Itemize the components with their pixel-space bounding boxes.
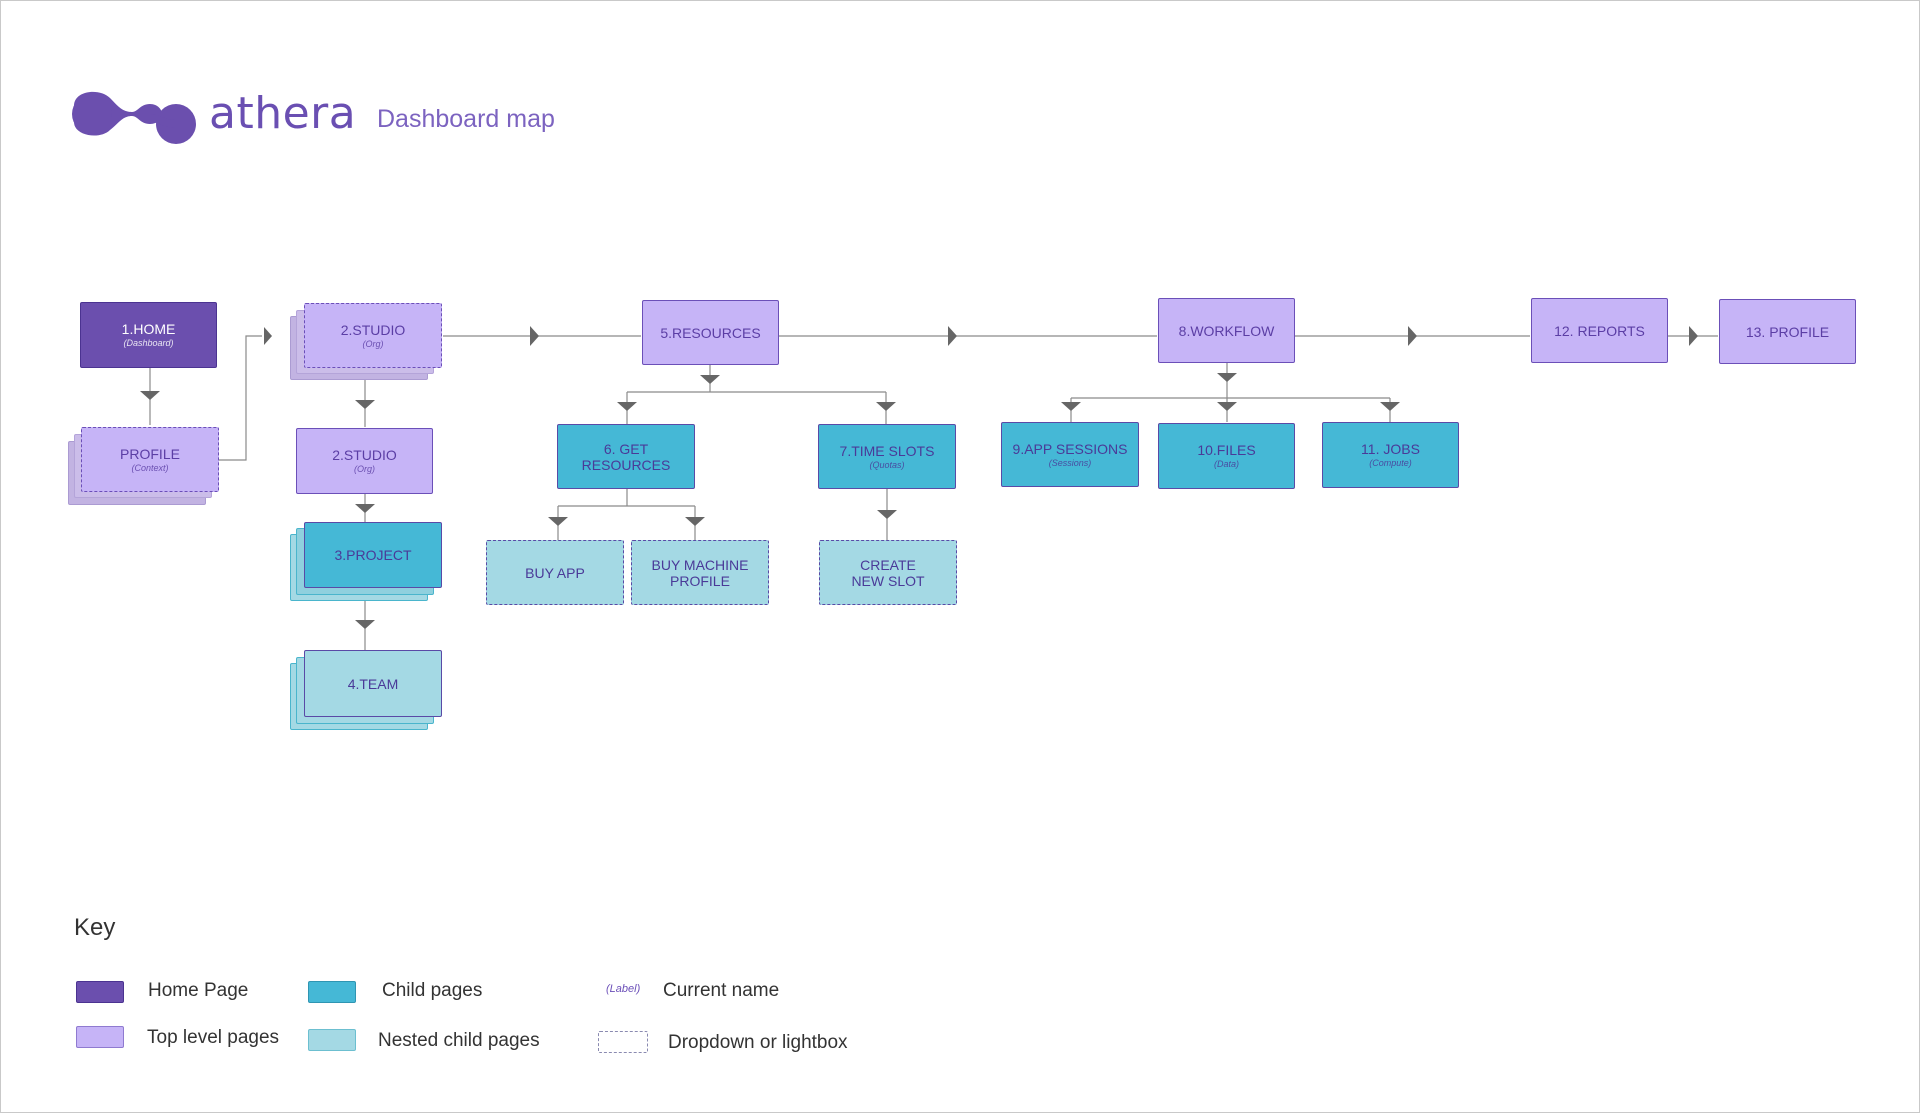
key-label-dropdown-or-lightbox: Dropdown or lightbox (668, 1032, 848, 1053)
key-title: Key (74, 914, 116, 941)
key-label-nested-child-pages: Nested child pages (378, 1030, 540, 1051)
node-app-sessions[interactable]: 9.APP SESSIONS (Sessions) (1001, 422, 1139, 487)
key-label-sample: (Label) (606, 983, 641, 995)
node-buy-machine-profile[interactable]: BUY MACHINE PROFILE (631, 540, 769, 605)
key-label-home-page: Home Page (148, 980, 249, 1001)
node-studio[interactable]: 2.STUDIO (Org) (296, 428, 433, 494)
node-project[interactable]: 3.PROJECT (304, 522, 442, 588)
node-sublabel: (Org) (362, 338, 384, 349)
node-label: 5.RESOURCES (660, 324, 761, 341)
node-profile[interactable]: 13. PROFILE (1719, 299, 1856, 364)
node-create-new-slot[interactable]: CREATE NEW SLOT (819, 540, 957, 605)
node-reports[interactable]: 12. REPORTS (1531, 298, 1668, 363)
node-label: 6. GET RESOURCES (581, 440, 671, 473)
node-label: 11. JOBS (1361, 441, 1420, 457)
node-buy-app[interactable]: BUY APP (486, 540, 624, 605)
key-swatch-dropdown (598, 1031, 648, 1053)
brand-name: athera (209, 88, 357, 139)
key-label-current-name: Current name (663, 980, 780, 1001)
node-label: 8.WORKFLOW (1178, 322, 1275, 339)
node-label: 1.HOME (121, 321, 176, 337)
key-swatch-child (308, 981, 356, 1003)
node-profile-context[interactable]: PROFILE (Context) (81, 427, 219, 492)
node-files[interactable]: 10.FILES (Data) (1158, 423, 1295, 489)
node-label: 7.TIME SLOTS (839, 442, 935, 459)
node-sublabel: (Data) (1213, 459, 1239, 469)
node-time-slots[interactable]: 7.TIME SLOTS (Quotas) (818, 424, 956, 489)
page-title: Dashboard map (377, 105, 555, 133)
node-label: BUY MACHINE PROFILE (651, 556, 749, 589)
node-studio-dropdown[interactable]: 2.STUDIO (Org) (304, 303, 442, 368)
node-sublabel: (Dashboard) (123, 338, 174, 348)
node-jobs[interactable]: 11. JOBS (Compute) (1322, 422, 1459, 488)
node-label: 3.PROJECT (334, 547, 412, 563)
athera-logo (72, 91, 196, 144)
node-team[interactable]: 4.TEAM (304, 650, 442, 717)
node-home[interactable]: 1.HOME (Dashboard) (80, 302, 217, 368)
node-label: 2.STUDIO (340, 321, 406, 338)
node-label: 13. PROFILE (1745, 323, 1830, 340)
node-sublabel: (Org) (354, 464, 375, 474)
node-resources[interactable]: 5.RESOURCES (642, 300, 779, 365)
node-sublabel: (Sessions) (1048, 457, 1092, 468)
key-label-child-pages: Child pages (382, 980, 483, 1001)
node-label: 4.TEAM (347, 675, 399, 692)
node-label: BUY APP (525, 564, 585, 581)
node-label: 9.APP SESSIONS (1012, 440, 1128, 457)
node-label: 10.FILES (1197, 442, 1256, 458)
key-label-top-level-pages: Top level pages (147, 1027, 280, 1048)
node-sublabel: (Quotas) (869, 459, 905, 470)
key-swatch-nested (308, 1029, 356, 1051)
node-workflow[interactable]: 8.WORKFLOW (1158, 298, 1295, 363)
node-get-resources[interactable]: 6. GET RESOURCES (557, 424, 695, 489)
node-sublabel: (Compute) (1369, 458, 1412, 468)
node-label: 12. REPORTS (1554, 322, 1645, 339)
node-label: PROFILE (120, 445, 180, 462)
node-sublabel: (Context) (131, 462, 169, 473)
key-swatch-home (76, 981, 124, 1003)
node-label: 2.STUDIO (332, 447, 397, 463)
key-swatch-top-level (76, 1026, 124, 1048)
node-label: CREATE NEW SLOT (851, 556, 925, 589)
